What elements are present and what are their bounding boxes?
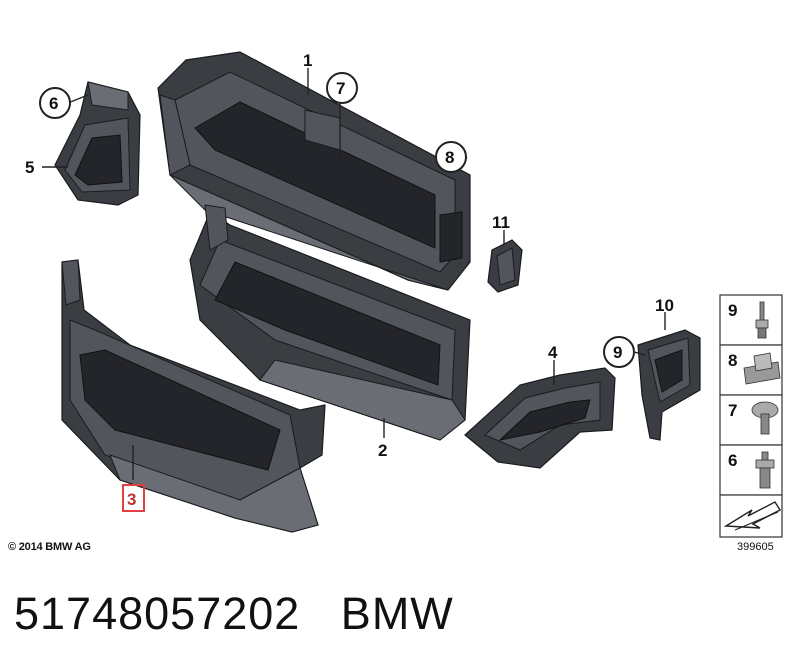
callout-8-circle xyxy=(435,141,467,173)
part-3-lower-air-guide xyxy=(61,259,326,533)
legend-label-6: 6 xyxy=(728,451,737,470)
callout-10: 10 xyxy=(655,296,674,315)
part-4-side-air-duct xyxy=(464,367,616,469)
callout-11: 11 xyxy=(492,213,510,232)
callout-9-circle xyxy=(603,336,635,368)
rivet-icon xyxy=(755,301,769,339)
callout-2: 2 xyxy=(378,441,387,460)
part-10-bracket-duct xyxy=(637,329,701,441)
callout-4: 4 xyxy=(548,343,558,362)
screw-icon xyxy=(751,401,779,435)
part-11-cover xyxy=(487,239,523,293)
part-5-left-air-duct xyxy=(54,81,141,206)
part-1-air-duct-frame xyxy=(157,51,471,291)
callout-3-highlight-box xyxy=(122,484,145,512)
callout-5: 5 xyxy=(25,158,34,177)
legend-label-8: 8 xyxy=(728,351,737,370)
part-2-lower-air-duct xyxy=(189,204,471,441)
clip-nut-icon xyxy=(743,352,781,385)
copyright-text: © 2014 BMW AG xyxy=(8,541,91,553)
legend-panel: 9 8 7 6 xyxy=(719,294,783,538)
callout-3: 3 xyxy=(127,490,136,509)
callout-6: 6 xyxy=(49,94,58,113)
arrow-symbol-icon xyxy=(723,501,781,531)
part-number-caption: 51748057202 BMW xyxy=(14,588,454,639)
callout-9: 9 xyxy=(613,343,622,362)
legend-label-7: 7 xyxy=(728,401,737,420)
callout-7-circle xyxy=(326,72,358,104)
callout-6-circle xyxy=(39,87,71,119)
legend-label-9: 9 xyxy=(728,301,737,320)
callout-1: 1 xyxy=(303,51,312,70)
bolt-icon xyxy=(755,451,775,489)
image-number: 399605 xyxy=(737,541,774,553)
callout-8: 8 xyxy=(445,148,454,167)
callout-7: 7 xyxy=(336,79,345,98)
